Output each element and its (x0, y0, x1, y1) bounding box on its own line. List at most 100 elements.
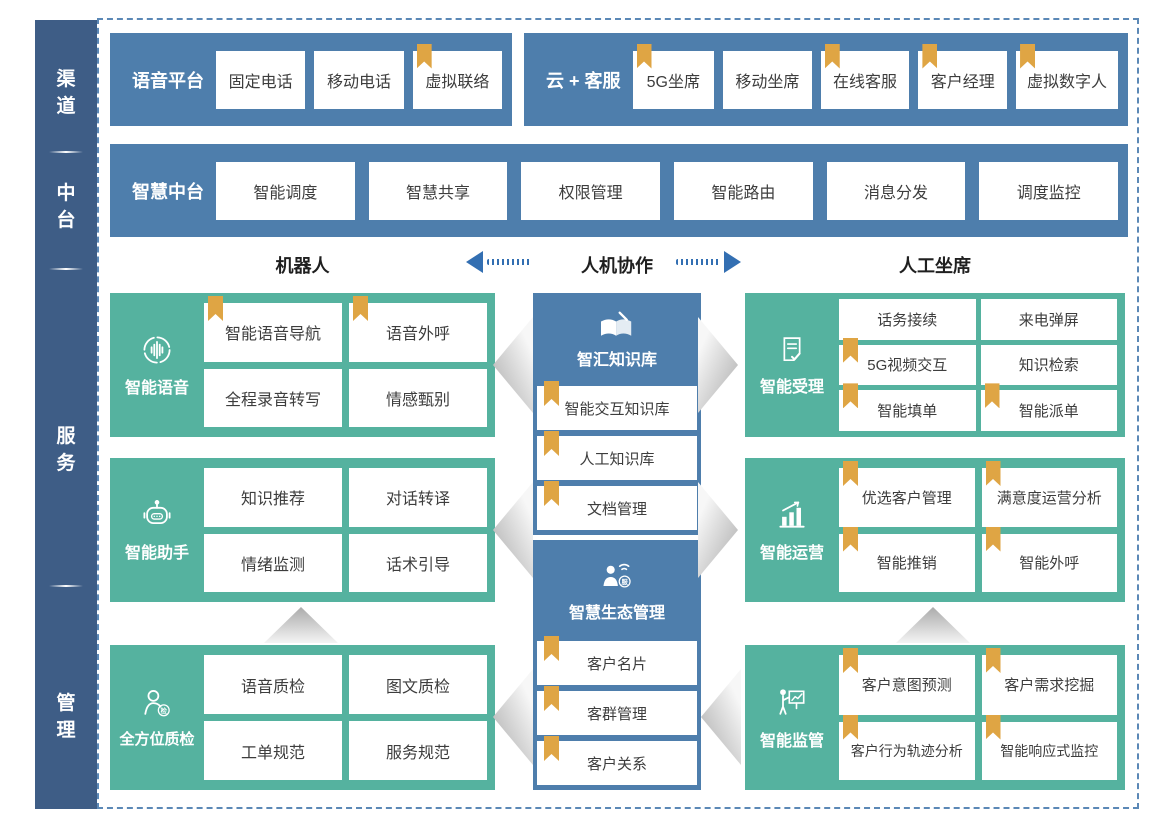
feature-box-label: 服务规范 (385, 744, 450, 762)
ecosystem-box: 客户名片 (537, 636, 697, 685)
knowledge-book-icon (601, 311, 632, 336)
middle-platform-row: 智慧中台 智能调度 智慧共享 权限管理 智能路由 消息分发 调度监控 (110, 144, 1128, 237)
feature-box-label: 客户需求挖掘 (1004, 677, 1095, 695)
platform-box-label: 智能调度 (253, 184, 318, 202)
feature-box-label: 情感甄别 (385, 391, 450, 409)
right-flow-arrow (676, 251, 741, 273)
feature-box-label: 智能外呼 (1019, 555, 1080, 573)
channel-box: 移动坐席 (723, 50, 812, 109)
layer-label-management: 管理 (56, 693, 76, 741)
block-smart-operation: 智能运营 优选客户管理 满意度运营分析 智能推销 智能外呼 (745, 458, 1125, 602)
feature-box: 智能外呼 (981, 526, 1117, 592)
platform-box-label: 权限管理 (558, 184, 623, 202)
feature-box: 知识推荐 (204, 468, 342, 527)
layer-label-midplatform: 中台 (56, 183, 76, 231)
platform-box: 智能路由 (674, 161, 813, 220)
middle-platform-label: 智慧中台 (132, 181, 204, 202)
feature-box-label: 知识检索 (1018, 357, 1079, 375)
ecosystem-box-label: 客群管理 (586, 705, 647, 723)
knowledge-box: 人工知识库 (537, 431, 697, 480)
bookmark-icon (985, 461, 1001, 486)
block-smart-assistant: 智能助手 知识推荐 对话转译 情绪监测 话术引导 (110, 458, 495, 602)
block-title: 智汇知识库 (576, 351, 657, 369)
bookmark-icon (984, 383, 1000, 409)
bookmark-icon (843, 337, 858, 363)
platform-box: 调度监控 (979, 161, 1119, 220)
platform-box-label: 消息分发 (864, 184, 929, 202)
header-human-agent: 人工坐席 (899, 256, 971, 276)
feature-box: 话务接续 (839, 299, 976, 340)
feature-box: 语音质检 (204, 655, 342, 714)
bookmark-icon (843, 383, 858, 409)
presenter-chart-icon (779, 688, 805, 715)
cloud-service-label: 云 + 客服 (546, 70, 621, 91)
document-check-icon (783, 337, 801, 362)
feature-box-label: 工单规范 (240, 744, 305, 762)
voice-platform-label: 语音平台 (132, 70, 204, 91)
channel-box-label: 移动坐席 (735, 73, 800, 91)
block-ecosystem-management: 服 智慧生态管理 客户名片 客群管理 客户关系 (533, 540, 701, 790)
feature-box: 优选客户管理 (839, 461, 975, 527)
platform-box-label: 智能路由 (711, 184, 776, 202)
bookmark-icon (544, 381, 559, 406)
feature-box-label: 语音质检 (240, 678, 305, 696)
platform-box-label: 调度监控 (1016, 184, 1081, 202)
sidebar-divider (49, 151, 83, 153)
platform-box: 权限管理 (521, 161, 661, 220)
ecosystem-box-label: 客户关系 (586, 755, 647, 773)
feature-box: 情绪监测 (204, 533, 342, 592)
feature-box-label: 全程录音转写 (224, 391, 321, 409)
platform-box-label: 智慧共享 (406, 184, 471, 202)
platform-box: 消息分发 (826, 161, 966, 220)
feature-box: 工单规范 (204, 721, 342, 780)
feature-box-label: 话务接续 (877, 311, 938, 329)
feature-box-label: 对话转译 (385, 491, 450, 509)
bookmark-icon (544, 736, 559, 761)
channel-box: 在线客服 (820, 43, 910, 109)
feature-box: 服务规范 (349, 721, 487, 780)
feature-box-label: 智能派单 (1018, 403, 1079, 421)
layer-label-channel: 渠道 (56, 69, 76, 117)
knowledge-box-label: 文档管理 (586, 500, 647, 518)
bookmark-icon (843, 648, 858, 673)
feature-box: 知识检索 (980, 344, 1117, 386)
header-robot: 机器人 (275, 256, 330, 276)
channel-box: 虚拟数字人 (1016, 43, 1118, 109)
block-title: 智能运营 (759, 545, 824, 562)
ecosystem-person-icon: 服 (603, 563, 631, 588)
bookmark-icon (544, 481, 559, 506)
platform-box: 智慧共享 (368, 161, 508, 220)
bookmark-icon (985, 648, 1001, 673)
bookmark-icon (416, 43, 432, 69)
feature-box-label: 知识推荐 (240, 491, 305, 509)
feature-box-label: 情绪监测 (240, 556, 305, 574)
feature-box: 智能派单 (980, 383, 1117, 431)
bookmark-icon (544, 431, 559, 456)
feature-box: 全程录音转写 (204, 368, 342, 427)
bookmark-icon (843, 714, 858, 740)
channel-box-label: 固定电话 (228, 73, 293, 91)
feature-box-label: 智能填单 (877, 403, 938, 421)
block-quality-inspection: 检 全方位质检 语音质检 图文质检 工单规范 服务规范 (110, 645, 495, 790)
voice-wave-icon (143, 336, 171, 364)
header-collaboration: 人机协作 (581, 256, 653, 276)
feature-box-label: 客户行为轨迹分析 (850, 742, 963, 759)
block-title: 智能语音 (124, 380, 189, 397)
svg-text:检: 检 (161, 706, 168, 715)
feature-box-label: 智能推销 (876, 555, 937, 573)
channel-box-label: 在线客服 (833, 73, 898, 91)
bookmark-icon (985, 526, 1001, 552)
channel-box: 移动电话 (314, 50, 404, 109)
feature-box-label: 图文质检 (385, 678, 450, 696)
robot-icon (143, 500, 171, 524)
knowledge-box: 智能交互知识库 (537, 381, 697, 430)
block-title: 智能受理 (759, 379, 824, 396)
feature-box: 智能推销 (839, 526, 975, 592)
feature-box-label: 来电弹屏 (1018, 311, 1079, 329)
bookmark-icon (353, 296, 368, 321)
channel-box-label: 客户经理 (930, 73, 995, 91)
feature-box: 5G视频交互 (839, 337, 976, 386)
knowledge-box: 文档管理 (537, 481, 697, 530)
bookmark-icon (843, 461, 858, 486)
